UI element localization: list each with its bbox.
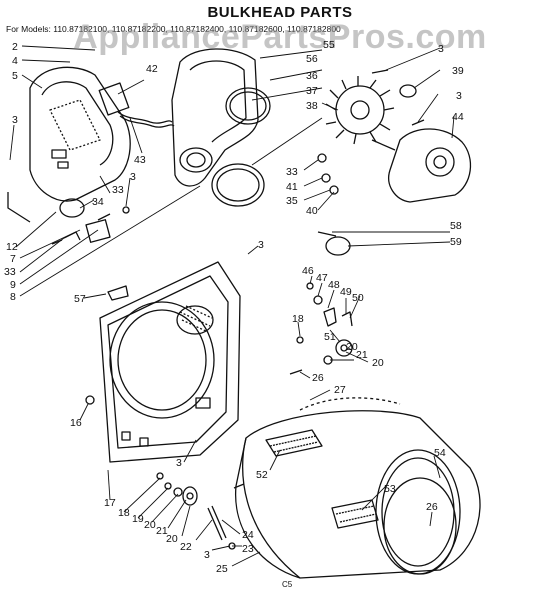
blower-housing [371, 128, 472, 203]
door-switch-actuator [317, 231, 337, 237]
callout-58: 58 [450, 220, 462, 232]
screw-31 [371, 69, 389, 74]
screw-16 [85, 395, 95, 405]
callout-3: 3 [130, 171, 136, 183]
duct-gasket [225, 87, 271, 125]
callout-52: 52 [256, 469, 268, 481]
callout-20: 20 [372, 357, 384, 369]
callout-3: 3 [438, 43, 444, 55]
callout-49: 49 [340, 286, 352, 298]
callout-23: 23 [242, 543, 254, 555]
callout-34: 34 [92, 196, 104, 208]
callout-20: 20 [166, 533, 178, 545]
figure-code: C5 [282, 580, 293, 589]
callout-33: 33 [4, 266, 16, 278]
callout-38: 38 [306, 100, 318, 112]
callout-24: 24 [242, 529, 254, 541]
lint-bracket-57 [107, 285, 129, 301]
model-list: For Models: 110.87182100, 110.87182200, … [6, 24, 341, 34]
callout-37: 37 [306, 85, 318, 97]
callout-50: 50 [352, 292, 364, 304]
callout-39: 39 [452, 65, 464, 77]
callout-leader-lines [9, 45, 455, 567]
callout-26: 26 [426, 501, 438, 513]
callout-3: 3 [204, 549, 210, 561]
callout-54: 54 [434, 447, 446, 459]
callout-18: 18 [292, 313, 304, 325]
clip-39 [399, 84, 417, 98]
callout-55: 55 [323, 39, 335, 51]
callout-46: 46 [302, 265, 314, 277]
diagram-title: BULKHEAD PARTS [207, 4, 353, 21]
felt-seal-ring [211, 163, 265, 207]
nut-41 [321, 173, 331, 183]
callout-17: 17 [104, 497, 116, 509]
callout-41: 41 [286, 181, 298, 193]
callout-9: 9 [10, 279, 16, 291]
callout-42: 42 [146, 63, 158, 75]
callout-59: 59 [450, 236, 462, 248]
callout-51: 51 [324, 331, 336, 343]
callout-12: 12 [6, 241, 18, 253]
callout-7: 7 [10, 253, 16, 265]
exhaust-duct-cover [29, 66, 131, 202]
callout-20: 20 [144, 519, 156, 531]
callout-35: 35 [286, 195, 298, 207]
watermark: AppliancePartsPros.com [73, 18, 487, 56]
callout-20: 20 [346, 341, 358, 353]
callout-3: 3 [456, 90, 462, 102]
callout-33: 33 [112, 184, 124, 196]
wire-harness [98, 82, 175, 128]
callout-3: 3 [12, 114, 18, 126]
callout-26: 26 [312, 372, 324, 384]
callout-21: 21 [356, 349, 368, 361]
callout-22: 22 [180, 541, 192, 553]
drum-seal-54 [383, 477, 457, 575]
motor-and-thermostat [7, 192, 130, 245]
callout-4: 4 [12, 55, 18, 67]
front-bulkhead-panel [99, 261, 241, 463]
callout-3: 3 [176, 457, 182, 469]
callout-3: 3 [258, 239, 264, 251]
callout-57: 57 [74, 293, 86, 305]
washer-35 [329, 185, 339, 195]
felt-seal-ring-inner [216, 168, 260, 202]
callout-43: 43 [134, 154, 146, 166]
callout-2: 2 [12, 41, 18, 53]
callout-labels: 2 4 5 42 43 3 33 34 3 12 7 33 9 8 55 56 … [4, 39, 464, 575]
blower-wheel [325, 76, 395, 145]
callout-16: 16 [70, 417, 82, 429]
door-switch-59 [325, 236, 351, 256]
callout-21: 21 [156, 525, 168, 537]
screw-3-housing [411, 119, 425, 126]
screw-33 [317, 153, 327, 163]
callout-18: 18 [118, 507, 130, 519]
rear-bulkhead-duct [171, 48, 259, 187]
callout-33: 33 [286, 166, 298, 178]
callout-48: 48 [328, 279, 340, 291]
callout-5: 5 [12, 70, 18, 82]
callout-44: 44 [452, 111, 464, 123]
callout-47: 47 [316, 272, 328, 284]
callout-53: 53 [384, 483, 396, 495]
callout-25: 25 [216, 563, 228, 575]
duct-gasket-inner [229, 91, 267, 121]
callout-8: 8 [10, 291, 16, 303]
callout-19: 19 [132, 513, 144, 525]
callout-56: 56 [306, 53, 318, 65]
callout-36: 36 [306, 70, 318, 82]
dryer-drum [235, 397, 481, 579]
callout-40: 40 [306, 205, 318, 217]
callout-27: 27 [334, 384, 346, 396]
